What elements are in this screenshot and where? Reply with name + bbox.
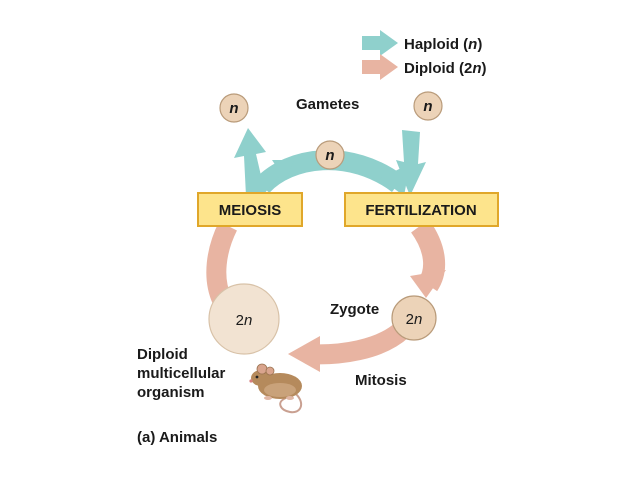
organism-label: Diploid multicellular organism	[137, 346, 226, 401]
gametes-label: Gametes	[296, 96, 359, 113]
haploid-incoming-arrow-right	[396, 130, 426, 196]
svg-text:n: n	[229, 100, 238, 117]
mouse-icon	[249, 363, 303, 414]
diploid-arrowhead-organism	[288, 336, 320, 372]
mitosis-label: Mitosis	[355, 372, 407, 389]
fertilization-box: FERTILIZATION	[344, 192, 499, 227]
svg-text:FERTILIZATION: FERTILIZATION	[365, 202, 476, 219]
svg-text:2n: 2n	[236, 312, 253, 329]
meiosis-box: MEIOSIS	[197, 192, 303, 227]
organism-cell: 2n	[208, 283, 280, 355]
legend-diploid-arrow	[362, 54, 398, 80]
gamete-cell-right: n	[413, 91, 443, 121]
haploid-release-arrow-left	[234, 128, 294, 196]
legend: Haploid (n) Diploid (2n)	[362, 30, 487, 80]
diploid-arc-bottom	[305, 322, 409, 365]
svg-text:organism: organism	[137, 384, 205, 401]
svg-text:2n: 2n	[406, 311, 423, 328]
svg-text:n: n	[325, 147, 334, 164]
zygote-cell: 2n	[391, 295, 437, 341]
legend-haploid-arrow	[362, 30, 398, 56]
svg-text:multicellular: multicellular	[137, 365, 226, 382]
svg-text:Diploid: Diploid	[137, 346, 188, 363]
legend-diploid-label: Diploid (2n)	[404, 60, 487, 77]
gamete-cell-middle: n	[315, 140, 345, 170]
gamete-cell-left: n	[219, 93, 249, 123]
svg-text:n: n	[423, 98, 432, 115]
zygote-label: Zygote	[330, 301, 379, 318]
diploid-arrowhead-zygote	[410, 270, 446, 298]
legend-haploid-label: Haploid (n)	[404, 36, 482, 53]
caption: (a) Animals	[137, 429, 217, 446]
svg-text:MEIOSIS: MEIOSIS	[219, 202, 282, 219]
